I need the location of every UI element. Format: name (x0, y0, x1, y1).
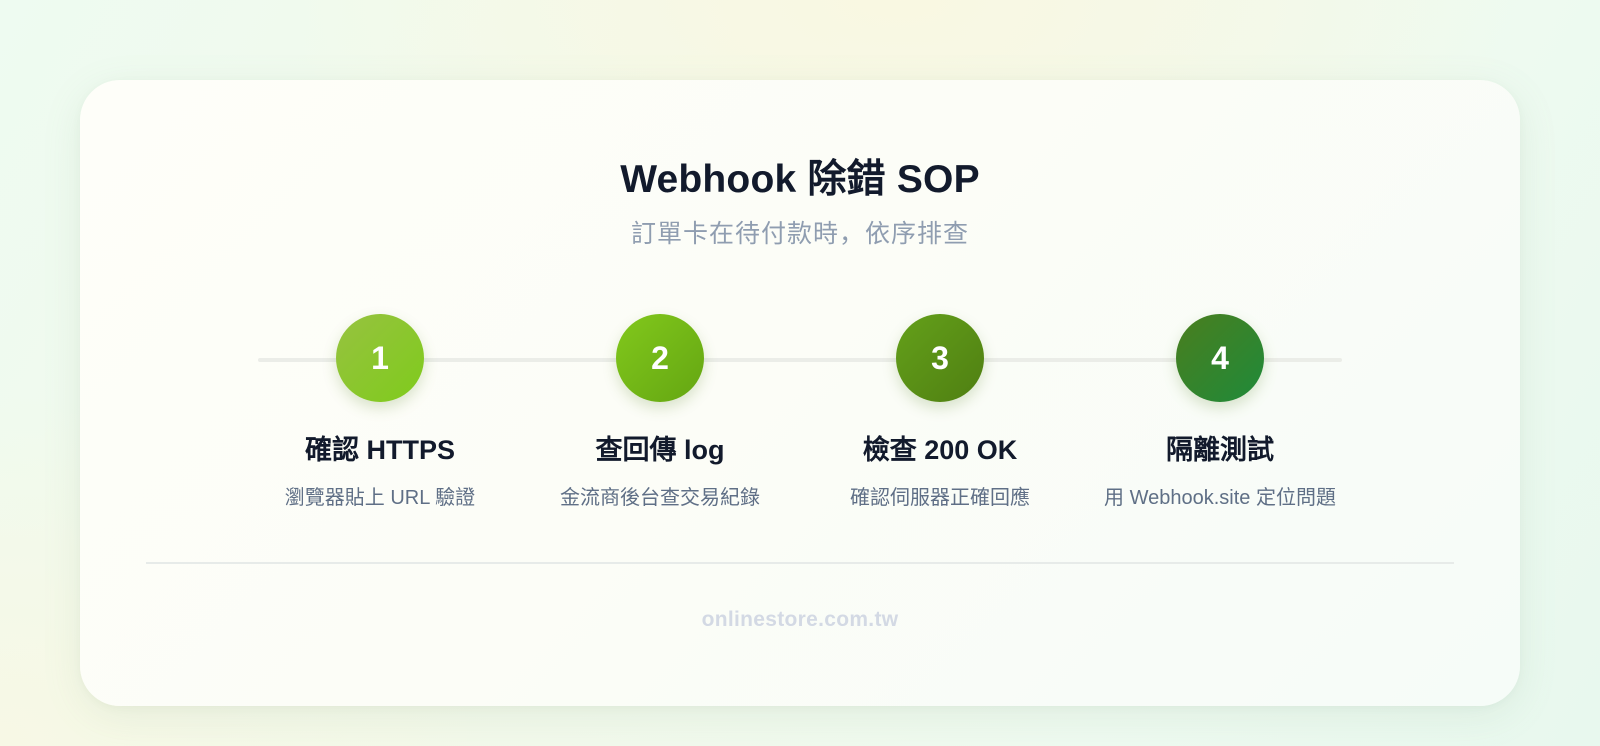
step-1: 1 確認 HTTPS 瀏覽器貼上 URL 驗證 (250, 314, 510, 510)
step-number-badge: 1 (336, 314, 424, 402)
step-title: 查回傳 log (595, 435, 725, 465)
step-number: 2 (651, 339, 669, 376)
step-4: 4 隔離測試 用 Webhook.site 定位問題 (1090, 314, 1350, 510)
step-number-badge: 2 (616, 314, 704, 402)
step-title: 確認 HTTPS (304, 435, 455, 465)
footer-domain: onlinestore.com.tw (701, 608, 899, 631)
step-number: 3 (931, 339, 949, 376)
sop-card: Webhook 除錯 SOP 訂單卡在待付款時，依序排查 1 確認 HTTPS … (80, 80, 1520, 706)
step-description: 金流商後台查交易紀錄 (560, 487, 760, 509)
step-number: 1 (371, 339, 389, 376)
step-title: 隔離測試 (1166, 435, 1274, 465)
step-description: 瀏覽器貼上 URL 驗證 (284, 487, 476, 509)
page-subtitle: 訂單卡在待付款時，依序排查 (630, 220, 969, 248)
step-description: 確認伺服器正確回應 (850, 487, 1030, 509)
timeline-connector-line (258, 358, 1342, 362)
step-number-badge: 4 (1176, 314, 1264, 402)
step-title: 檢查 200 OK (862, 435, 1018, 465)
step-number: 4 (1211, 339, 1229, 376)
step-description: 用 Webhook.site 定位問題 (1104, 487, 1336, 509)
step-2: 2 查回傳 log 金流商後台查交易紀錄 (530, 314, 790, 510)
footer-divider (146, 562, 1454, 564)
step-3: 3 檢查 200 OK 確認伺服器正確回應 (810, 314, 1070, 510)
step-number-badge: 3 (896, 314, 984, 402)
page-title: Webhook 除錯 SOP (620, 158, 980, 201)
